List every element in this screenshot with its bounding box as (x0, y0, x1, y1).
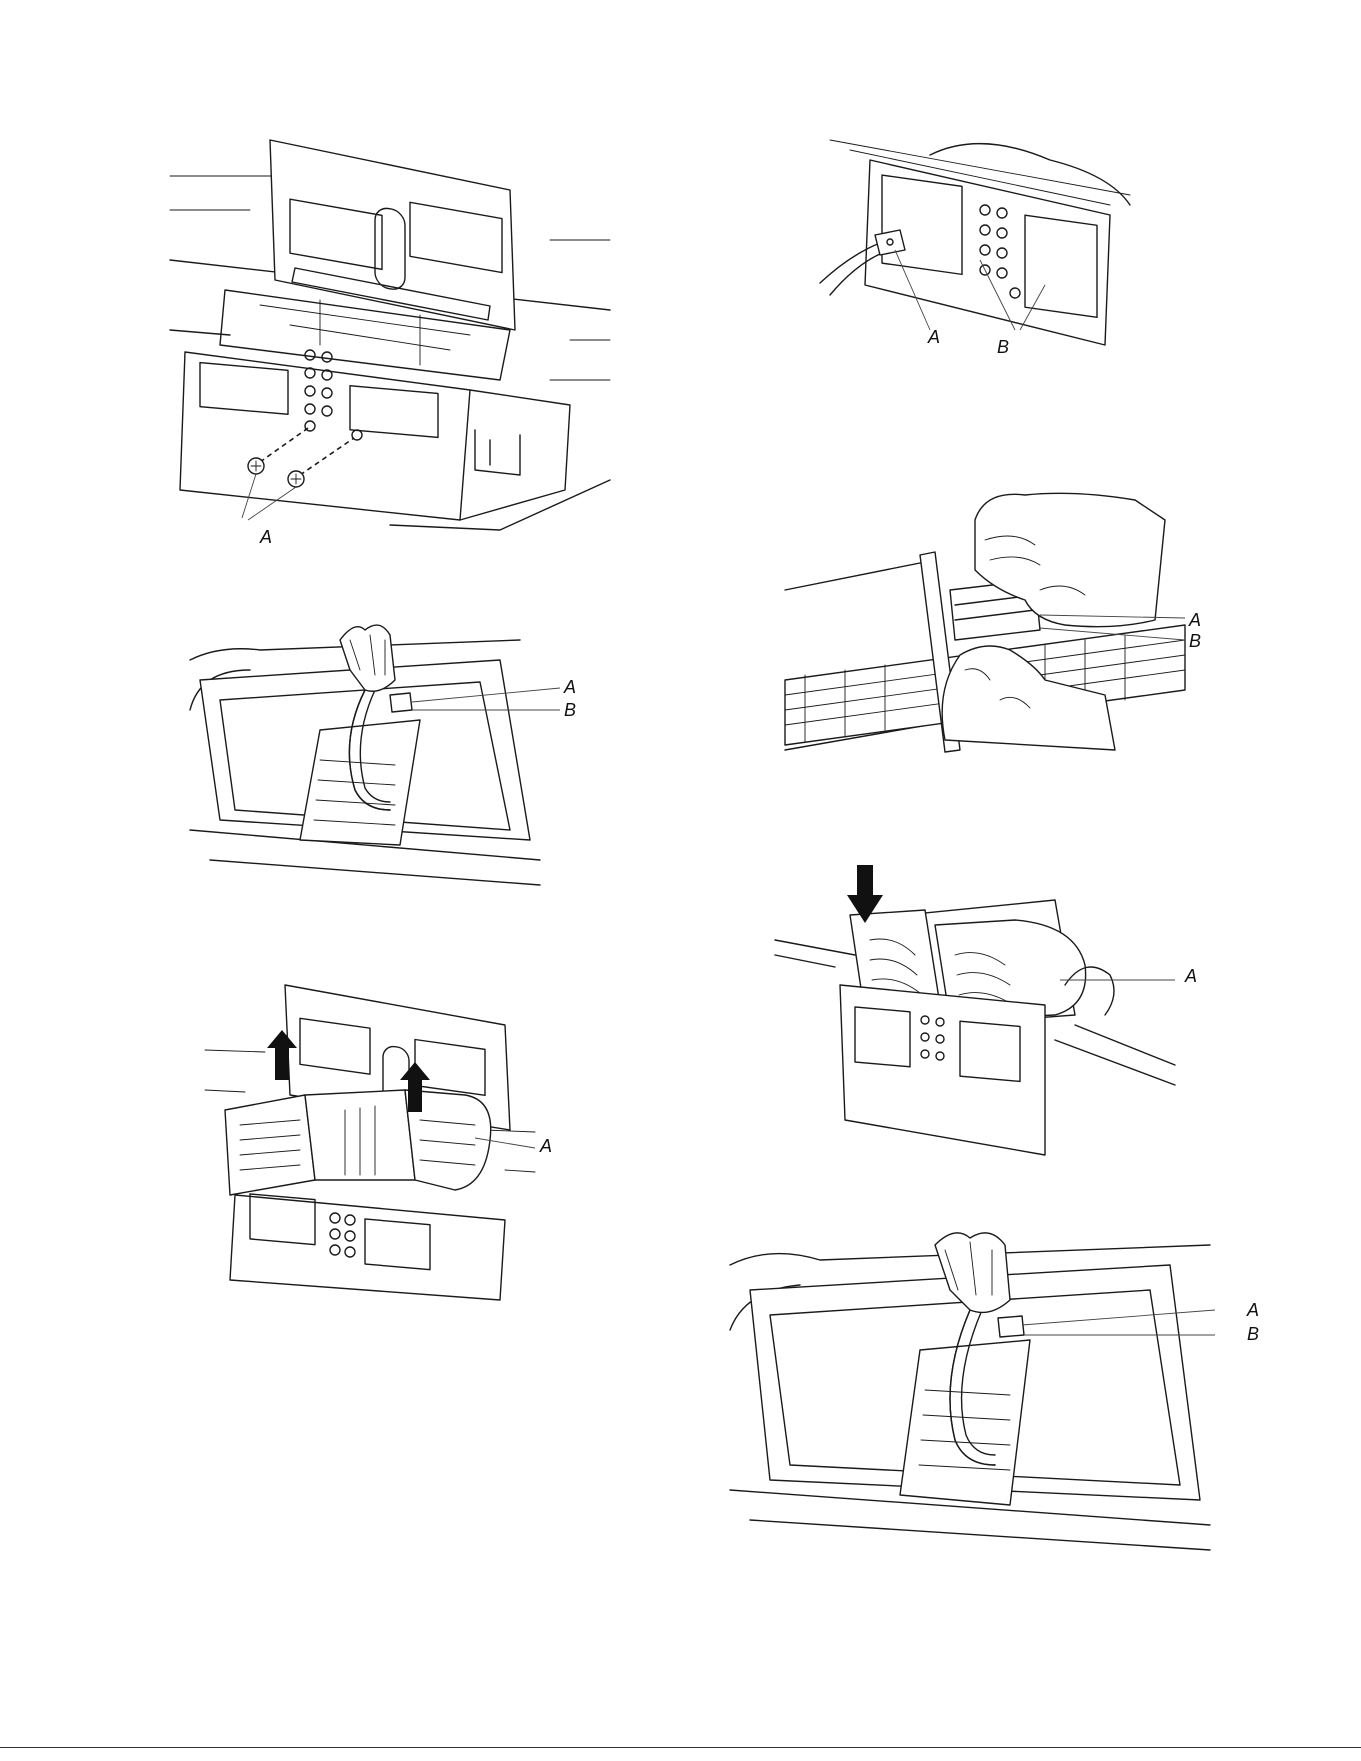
page-bottom-rule (0, 1747, 1361, 1748)
figure-reconnect-connector (730, 1230, 1215, 1550)
figure-wire-harness-cover (810, 135, 1140, 365)
fig5-callout-a: A (540, 1137, 552, 1155)
figure-lift-blower-out (205, 980, 535, 1300)
wire-harness-cover-drawing (810, 135, 1140, 365)
fig4-callout-a: A (1189, 611, 1201, 629)
disconnect-connector-drawing (190, 620, 560, 885)
reconnect-connector-drawing (730, 1230, 1215, 1550)
fig7-callout-b: B (1247, 1325, 1259, 1343)
fig1-callout-a: A (260, 528, 272, 546)
press-blower-in-drawing (775, 865, 1175, 1165)
lift-blower-out-drawing (205, 980, 535, 1300)
fig6-callout-a: A (1185, 967, 1197, 985)
hands-connector-blower-drawing (785, 480, 1185, 755)
mounting-plate-drawing (170, 130, 610, 550)
fig2-callout-b: B (997, 338, 1009, 356)
figure-mounting-plate-screws (170, 130, 610, 550)
figure-disconnect-connector (190, 620, 560, 885)
fig4-callout-b: B (1189, 632, 1201, 650)
figure-hands-connector-blower (785, 480, 1185, 755)
fig2-callout-a: A (928, 328, 940, 346)
figure-press-blower-in (775, 865, 1175, 1165)
fig3-callout-a: A (564, 678, 576, 696)
fig3-callout-b: B (564, 701, 576, 719)
fig7-callout-a: A (1247, 1301, 1259, 1319)
